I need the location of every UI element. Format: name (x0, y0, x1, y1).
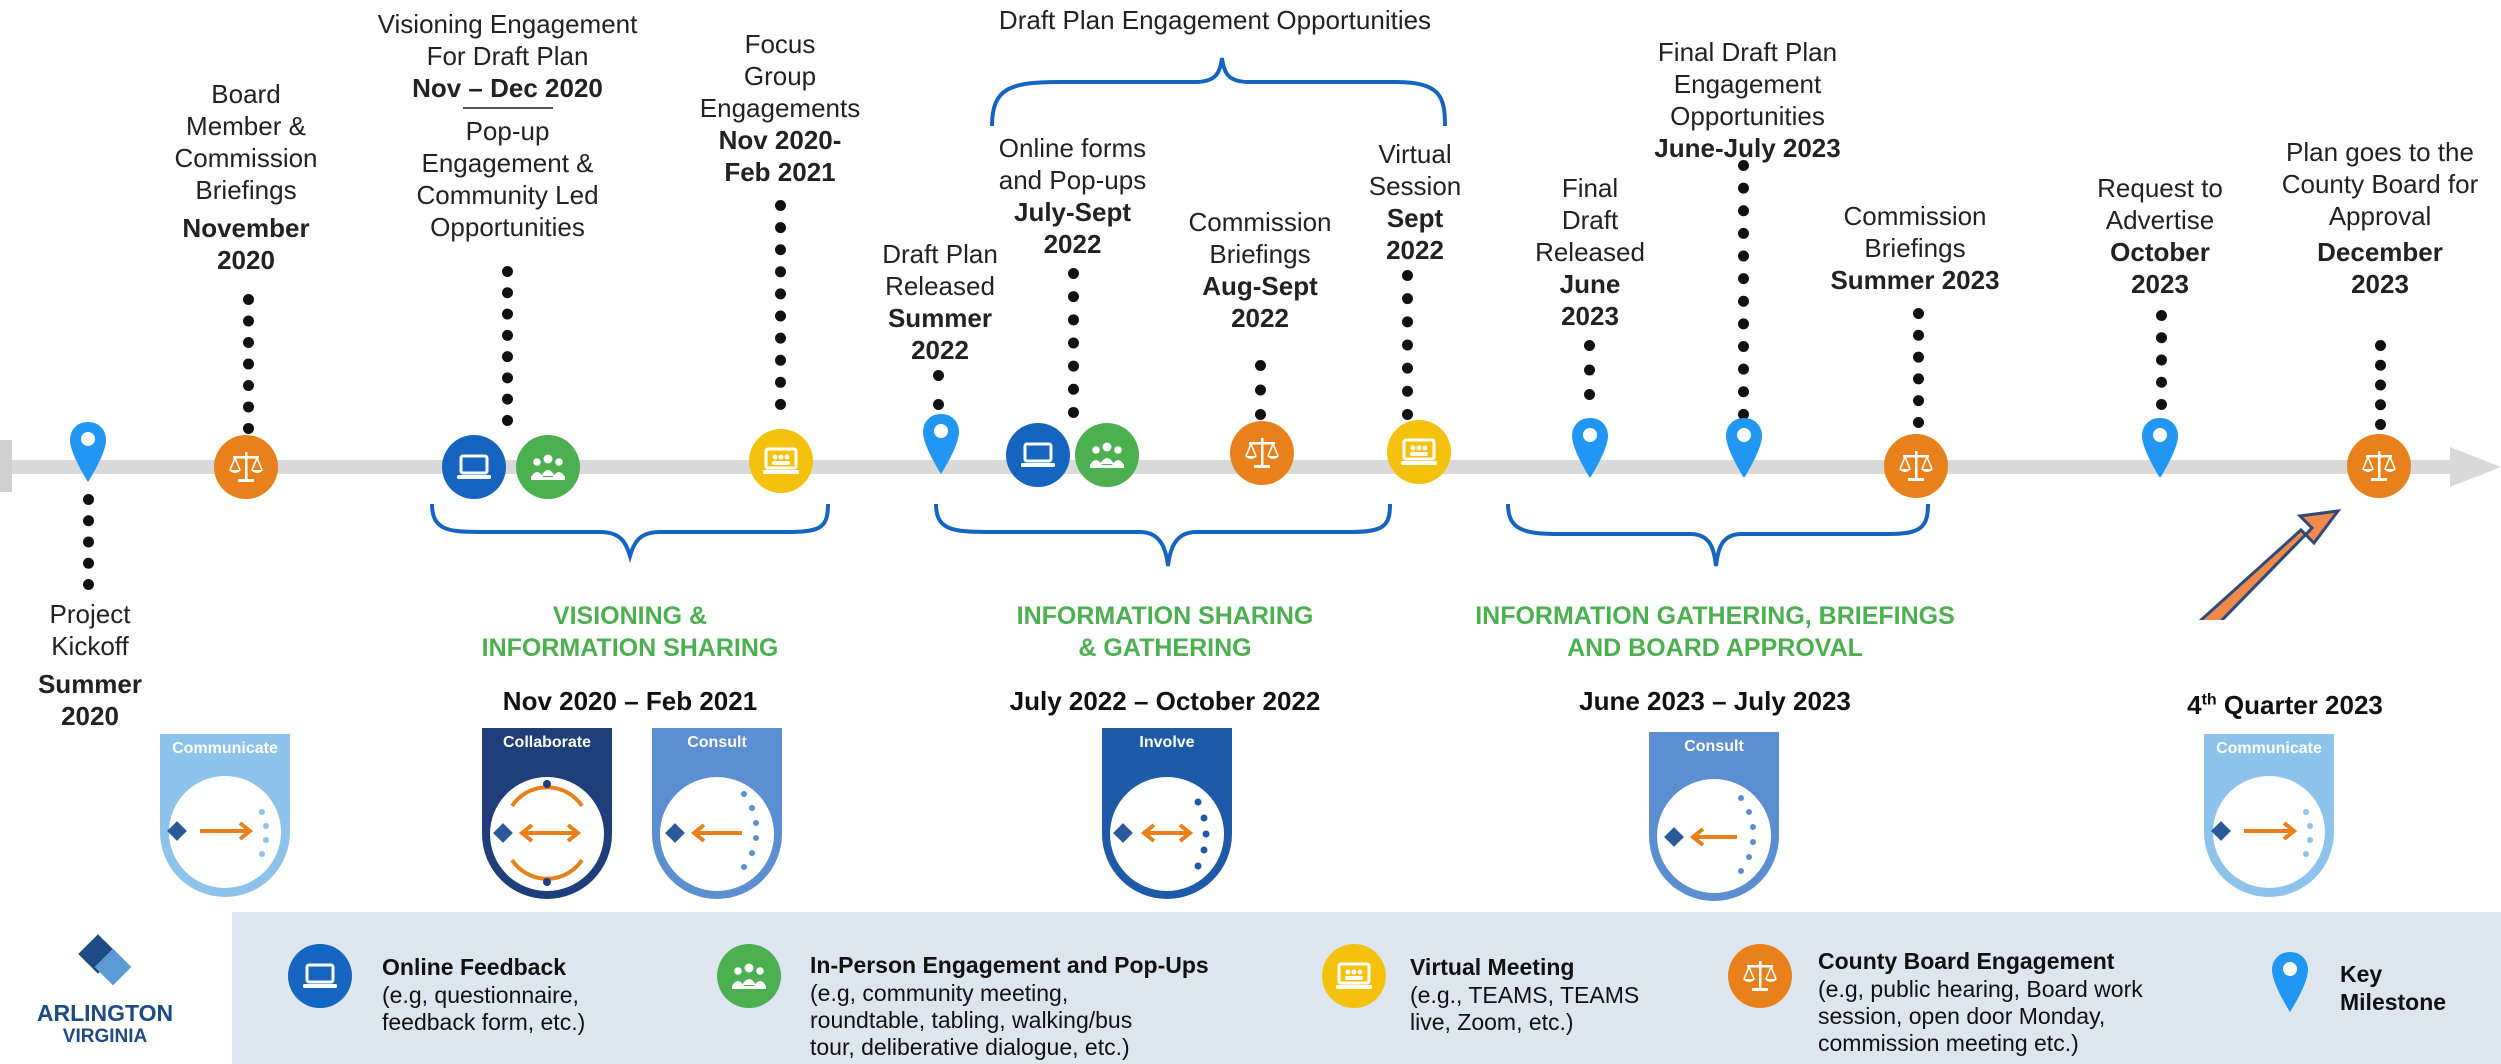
arlington-logo-mark (78, 934, 132, 986)
badge-collaborate: Collaborate (480, 726, 614, 899)
milestone-pin-icon (1724, 416, 1764, 480)
connector (1738, 160, 1749, 420)
people-icon (1075, 423, 1139, 487)
legend-panel: Online Feedback (e.g, questionnaire,feed… (232, 912, 2501, 1064)
quarter-label: 4th Quarter 2023 (2187, 690, 2383, 720)
badge-consult: Consult (1647, 730, 1781, 901)
laptop-icon (442, 435, 506, 499)
legend-online-title: Online Feedback (382, 954, 567, 980)
badge-consult: Consult (650, 726, 784, 899)
scale-icon (214, 435, 278, 499)
virtual-meeting-icon (1322, 944, 1386, 1008)
legend-inperson-title: In-Person Engagement and Pop-Ups (810, 952, 1209, 978)
connector (933, 370, 944, 410)
badge-communicate: Communicate (2202, 732, 2336, 902)
connector (243, 294, 254, 434)
people-icon (516, 435, 580, 499)
badge-communicate: Communicate (158, 732, 292, 902)
legend-virtual-title: Virtual Meeting (1410, 954, 1575, 980)
braces (430, 57, 2342, 620)
laptop-icon (1006, 423, 1070, 487)
phase-range: June 2023 – July 2023 (1579, 686, 1851, 716)
virtual-meeting-icon (749, 429, 813, 493)
phase-range: July 2022 – October 2022 (1009, 686, 1321, 716)
milestone-pin-icon (921, 412, 961, 476)
connector (83, 494, 94, 590)
legend-inperson-desc: (e.g, community meeting,roundtable, tabl… (810, 980, 1133, 1060)
connector (2156, 310, 2167, 410)
badge-involve: Involve (1100, 726, 1234, 899)
scale-icon (1728, 944, 1792, 1008)
milestone-pin-icon (1570, 416, 1610, 480)
connector (1913, 308, 1924, 428)
phase-title: INFORMATION SHARING& GATHERING (1016, 602, 1314, 662)
scale-icon (1884, 434, 1948, 498)
connector (775, 200, 786, 410)
connector (1255, 360, 1266, 420)
connector (1584, 340, 1595, 400)
connector (1068, 268, 1079, 418)
connector (2375, 340, 2386, 430)
arlington-logo: ARLINGTON VIRGINIA (0, 920, 220, 1064)
phase-title: VISIONING &INFORMATION SHARING (481, 602, 779, 662)
legend-board-title: County Board Engagement (1818, 948, 2115, 974)
timeline-bar (0, 440, 2501, 492)
laptop-icon (288, 944, 352, 1008)
milestone-pin-icon (2270, 950, 2310, 1014)
legend-online-desc: (e.g, questionnaire,feedback form, etc.) (382, 982, 586, 1035)
connector (1402, 270, 1413, 420)
milestone-pin-icon (2140, 416, 2180, 480)
virtual-meeting-icon (1387, 420, 1451, 484)
scale-icon (2347, 434, 2411, 498)
connector (502, 266, 513, 426)
milestone-pin-icon (68, 420, 108, 484)
phase-range: Nov 2020 – Feb 2021 (502, 686, 758, 716)
scale-icon (1230, 421, 1294, 485)
draft-plan-header: Draft Plan Engagement Opportunities (998, 5, 1432, 35)
people-icon (717, 944, 781, 1008)
